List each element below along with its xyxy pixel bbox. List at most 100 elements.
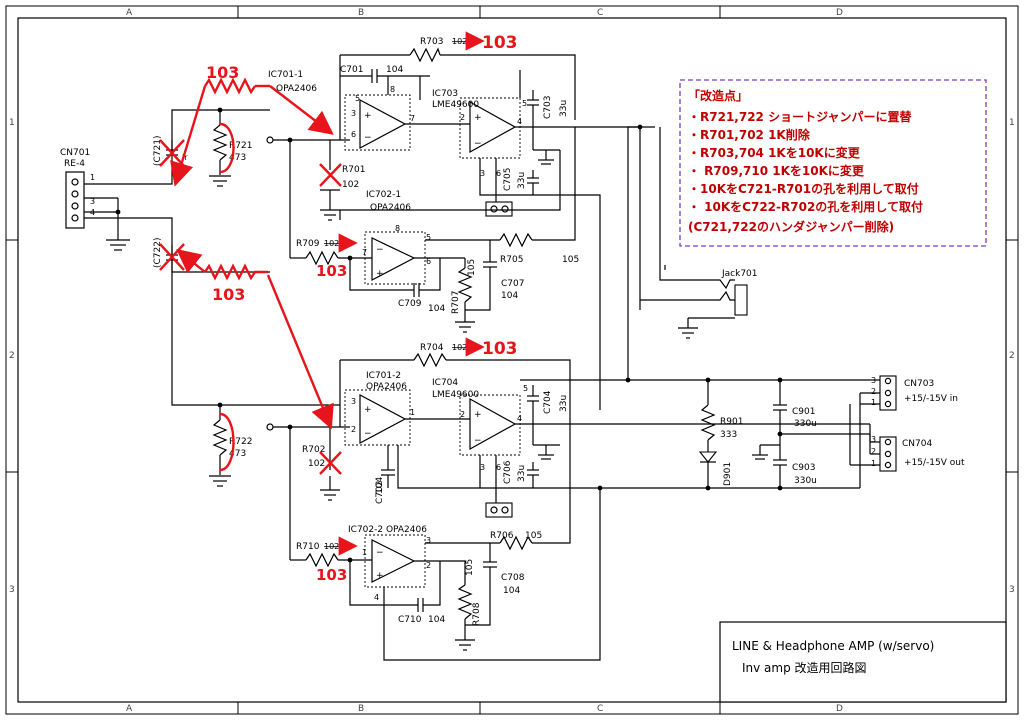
c721-label: (C721) [153, 136, 163, 167]
c704-label: C704 [543, 390, 553, 414]
c702-value: 104 [375, 477, 385, 494]
c709-value: 104 [428, 304, 445, 314]
c703-label: C703 [543, 96, 553, 119]
svg-text:6: 6 [426, 257, 431, 266]
grid-col-a-bottom: A [126, 704, 133, 714]
svg-text:2: 2 [871, 447, 876, 456]
cn703-label: CN703 [904, 379, 934, 389]
svg-text:−: − [376, 548, 384, 558]
r707-value: 105 [467, 259, 477, 276]
c705-value: 33u [517, 172, 527, 189]
svg-text:2: 2 [351, 425, 356, 434]
c901-label: C901 [792, 407, 815, 417]
jack701-label: Jack701 [721, 269, 758, 279]
r901-value: 333 [720, 430, 737, 440]
r703-new-value: 103 [482, 33, 518, 53]
jack-j701: Jack701 [625, 124, 758, 383]
ic703-label: IC703 [432, 89, 458, 99]
x-mark-r701 [319, 163, 342, 187]
ic704-part: LME49600 [432, 390, 479, 400]
notes-title: 「改造点」 [688, 88, 748, 103]
d901-label: D901 [723, 462, 733, 486]
grid-col-b-bottom: B [358, 704, 364, 714]
c706-label: C706 [503, 460, 513, 484]
r704-new-value: 103 [482, 339, 518, 359]
svg-text:4: 4 [517, 414, 522, 423]
r710-new-value: 103 [316, 566, 347, 584]
svg-text:−: − [376, 245, 384, 255]
r704-label: R704 [420, 343, 444, 353]
c704-value: 33u [559, 395, 569, 412]
r706-value: 105 [525, 531, 542, 541]
svg-text:−: − [474, 436, 482, 446]
c705-label: C705 [503, 168, 513, 191]
svg-text:4: 4 [374, 593, 379, 602]
sheet-frame: A B C D A B C D 1 2 3 1 2 3 [5, 5, 1019, 715]
svg-text:8: 8 [390, 85, 395, 94]
r709-old-value: 102 [324, 239, 339, 248]
ic704-label: IC704 [432, 378, 458, 388]
svg-text:2: 2 [426, 561, 431, 570]
c708-value: 104 [503, 586, 520, 596]
title-line-2: Inv amp 改造用回路図 [742, 660, 867, 675]
ic701-2-part: OPA2406 [366, 382, 407, 392]
r702-value: 102 [308, 459, 325, 469]
svg-text:2: 2 [460, 113, 465, 122]
svg-text:1: 1 [410, 408, 415, 417]
x-mark-r702 [319, 451, 342, 475]
svg-text:5: 5 [355, 94, 360, 103]
svg-text:6: 6 [496, 169, 501, 178]
r709-label: R709 [296, 239, 320, 249]
svg-text:3: 3 [351, 109, 356, 118]
c710-value: 104 [428, 615, 445, 625]
mod-resistor-top-value: 103 [206, 63, 239, 82]
svg-text:4: 4 [517, 117, 522, 126]
svg-text:3: 3 [480, 463, 485, 472]
svg-text:+: + [376, 571, 384, 581]
c702-label: C702 [375, 481, 385, 504]
svg-text:3: 3 [90, 197, 95, 206]
r722-value: 473 [229, 449, 246, 459]
grid-row-2-right: 2 [1009, 351, 1015, 361]
svg-text:6: 6 [496, 463, 501, 472]
r701-label: R701 [342, 165, 365, 175]
power-section: R901 333 D901 C901 330u C903 330u 3 2 1 [600, 375, 965, 491]
channel-top: (C721) Jr R721 473 + − 3 6 7 IC701-1 OPA… [153, 31, 640, 410]
notes-item-5: ・10KをC721-R701の孔を利用して取付 [688, 181, 919, 196]
svg-text:3: 3 [426, 536, 431, 545]
svg-text:1: 1 [871, 459, 876, 468]
svg-text:−: − [364, 133, 372, 143]
svg-text:2: 2 [460, 410, 465, 419]
c903-value: 330u [794, 476, 817, 486]
c710-label: C710 [398, 615, 422, 625]
notes-item-7: (C721,722のハンダジャンパー削除) [688, 219, 894, 234]
svg-text:5: 5 [522, 99, 527, 108]
notes-item-4: ・ R709,710 1Kを10Kに変更 [688, 163, 865, 178]
c708-label: C708 [501, 573, 525, 583]
svg-text:+: + [376, 269, 384, 279]
svg-text:−: − [364, 429, 372, 439]
r710-old-value: 102 [324, 542, 339, 551]
svg-text:1: 1 [90, 173, 95, 182]
svg-text:+: + [364, 111, 372, 121]
grid-col-c: C [597, 8, 603, 18]
c706-value: 33u [517, 465, 527, 482]
cn703-desc: +15/-15V in [904, 394, 958, 404]
r708-value: 105 [465, 559, 475, 576]
cn701-type: RE-4 [64, 159, 85, 169]
svg-text:6: 6 [351, 130, 356, 139]
r709-new-value: 103 [316, 262, 347, 280]
notes-item-3: ・R703,704 1Kを10Kに変更 [688, 145, 861, 160]
r721-label: R721 [229, 141, 252, 151]
c709-label: C709 [398, 299, 422, 309]
svg-text:5: 5 [426, 233, 431, 242]
ic702-1-part: OPA2406 [370, 203, 411, 213]
ic701-2-label: IC701-2 [366, 371, 401, 381]
mod-resistor-bottom-value: 103 [212, 285, 245, 304]
title-block: LINE & Headphone AMP (w/servo) Inv amp 改… [719, 621, 1007, 703]
svg-text:+: + [474, 113, 482, 123]
modification-notes: 「改造点」 ・R721,722 ショートジャンパーに置替 ・R701,702 1… [679, 79, 987, 247]
svg-text:2: 2 [871, 387, 876, 396]
